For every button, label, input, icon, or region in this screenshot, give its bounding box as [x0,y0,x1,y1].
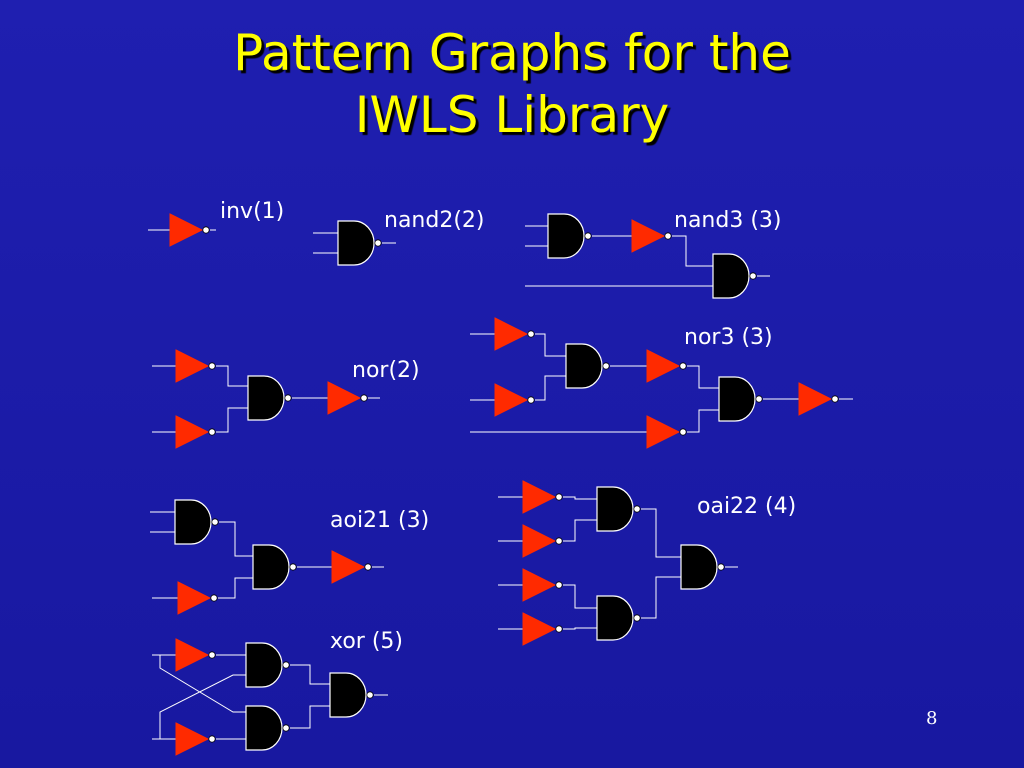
oai22-inverter-d [522,612,563,646]
nor3-middle-inverter [646,349,687,383]
aoi21-inverter [177,581,218,615]
nor3-second-nand [718,376,763,422]
nand3-label: nand3 (3) [674,208,782,233]
slide-title: Pattern Graphs for the IWLS Library [233,24,791,144]
nor3-first-nand [565,343,610,389]
wire [641,508,681,558]
inv1-inverter [169,213,210,247]
wire [687,409,719,433]
nand3-inverter [631,219,672,253]
wire [641,576,681,619]
xor-output-nand [329,672,374,718]
nor3-inverter-a [494,317,535,351]
nand2-gate [337,220,382,266]
nor3-label: nor3 (3) [684,325,773,350]
oai22-label: oai22 (4) [697,494,797,519]
aoi21-first-nand [174,499,219,545]
wire [687,365,719,389]
wire [290,705,330,729]
xor-lower-nand [245,705,290,751]
nor3-inverter-c [646,415,687,449]
wire [219,521,253,557]
xor-inverter-b [175,722,216,756]
oai22-inverter-c [522,568,563,602]
wire [563,627,597,630]
nor-inverter-a [175,349,216,383]
nand2-label: nand2(2) [384,208,485,233]
wire [290,664,330,685]
inv-label: inv(1) [220,199,285,224]
nor-output-inverter [327,381,368,415]
nor-inverter-b [175,415,216,449]
wire [159,674,246,739]
wire [672,235,713,267]
nor3-output-inverter [798,382,839,416]
aoi21-second-nand [252,544,297,590]
wire [218,577,253,599]
wire [216,407,248,433]
wire [159,655,246,713]
nor-nand [247,375,292,421]
oai22-third-nand [680,544,725,590]
nand3-first-nand [547,213,592,259]
oai22-inverter-b [522,524,563,558]
page-number: 8 [926,708,938,729]
oai22-second-nand [596,595,641,641]
wire [563,519,597,542]
wire [535,333,566,357]
xor-label: xor (5) [330,629,404,654]
wire [535,375,566,401]
xor-upper-nand [245,642,290,688]
oai22-inverter-a [522,480,563,514]
aoi21-label: aoi21 (3) [330,508,430,533]
nor-label: nor(2) [352,358,420,383]
oai22-first-nand [596,486,641,532]
wire [216,365,248,387]
wire [563,584,597,609]
xor-inverter-a [175,638,216,672]
nand3-second-nand [712,253,757,299]
nor3-inverter-b [494,383,535,417]
wire [563,496,597,500]
aoi21-output-inverter [331,550,372,584]
